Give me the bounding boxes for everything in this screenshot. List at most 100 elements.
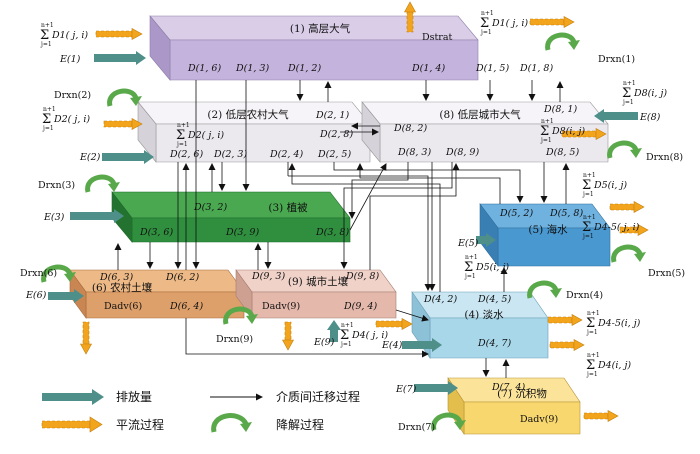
label-d14: D(1, 4) — [411, 63, 445, 74]
box1-front — [169, 39, 479, 81]
sum-d8-inner: n+1Σj=1D8(i, j) — [540, 118, 585, 144]
sum-d8-lower: j=1 — [622, 99, 634, 106]
reaction-labels: Drxn(1) Drxn(2) Drxn(3) Drxn(6) Drxn(9) … — [20, 54, 685, 433]
advection-dadv9b — [583, 409, 619, 423]
advection-in-2 — [103, 117, 143, 131]
degradation-arrows — [41, 32, 646, 431]
arrow-2-4-path — [288, 175, 432, 291]
label-e7: E(7) — [395, 384, 417, 395]
sum-d1-right-sigma: Σ — [480, 16, 489, 31]
sum-d4b-term: D4(i, j) — [597, 360, 631, 371]
advection-out-4b — [549, 338, 585, 352]
sum-d1-right: n+1Σj=1D1( j, i) — [480, 10, 528, 36]
arrow-4-2-path — [288, 163, 441, 292]
degradation-r7 — [431, 412, 466, 431]
label-r3: Drxn(3) — [38, 180, 75, 191]
transfer-labels: Dstrat D(1, 6) D(1, 3) D(1, 2) D(1, 4) D… — [99, 32, 583, 425]
sum-d8-inner-upper: n+1 — [541, 118, 554, 125]
label-e6: E(6) — [25, 290, 47, 301]
box-vegetation: (3) 植被 — [111, 191, 351, 243]
sum-d5-inner-lower: j=1 — [464, 273, 476, 280]
sum-d8-inner-term: D8(i, j) — [551, 126, 585, 137]
label-d85: D(8, 5) — [545, 147, 579, 158]
sum-d2-lower: j=1 — [42, 125, 54, 132]
legend-emission: 排放量 — [42, 389, 152, 405]
sum-d2-inner-sigma: Σ — [176, 128, 185, 143]
sum-d4-inner: n+1Σj=1D4( j, i) — [340, 322, 388, 348]
advection-arrows — [79, 1, 649, 423]
sum-d8-inner-sigma: Σ — [540, 124, 549, 139]
label-r1: Drxn(1) — [598, 54, 635, 65]
sum-d4-inner-upper: n+1 — [341, 322, 354, 329]
box6-title: (6) 农村土壤 — [92, 281, 153, 294]
box2-title: (2) 低层农村大气 — [207, 108, 289, 121]
label-d24: D(2, 4) — [269, 149, 303, 160]
sum-d2: n+1Σj=1D2( j, i) — [42, 106, 90, 132]
emission-e9 — [327, 320, 341, 342]
label-d83: D(8, 3) — [397, 147, 431, 158]
emission-e3 — [70, 209, 124, 223]
emission-e4 — [402, 338, 442, 352]
degradation-r9 — [223, 306, 258, 325]
box8-title: (8) 低层城市大气 — [439, 108, 521, 121]
label-e5: E(5) — [457, 238, 479, 249]
advection-out-5b — [619, 223, 649, 237]
sum-d5-inner-term: D5(i, j) — [475, 262, 509, 273]
sum-d45b-upper: n+1 — [587, 310, 600, 317]
sum-d1-left-upper: n+1 — [41, 22, 54, 29]
label-d93: D(9, 3) — [251, 271, 285, 282]
degradation-r1 — [545, 32, 580, 51]
label-e1: E(1) — [59, 54, 81, 65]
label-r4: Drxn(4) — [566, 290, 603, 301]
sum-d5-term: D5(i, j) — [593, 180, 627, 191]
label-d98: D(9, 8) — [345, 271, 379, 282]
sum-d2-sigma: Σ — [42, 112, 51, 127]
sum-d4b-upper: n+1 — [587, 352, 600, 359]
sum-d4b-sigma: Σ — [586, 358, 595, 373]
legend-transfer-label: 介质间迁移过程 — [276, 389, 360, 404]
label-e8: E(8) — [639, 112, 661, 123]
label-e2: E(2) — [79, 152, 101, 163]
box3-top — [111, 191, 351, 219]
box3-title: (3) 植被 — [268, 201, 308, 214]
sum-d45-sigma: Σ — [582, 220, 591, 235]
sum-d5-inner: n+1Σj=1D5(i, j) — [464, 254, 509, 280]
sum-d4-inner-lower: j=1 — [340, 341, 352, 348]
legend-degradation: 降解过程 — [211, 413, 324, 433]
label-d39: D(3, 9) — [225, 227, 259, 238]
label-e4: E(4) — [381, 340, 403, 351]
box5-title: (5) 海水 — [528, 223, 568, 236]
sum-d2-inner-upper: n+1 — [177, 122, 190, 129]
label-d81: D(8, 1) — [543, 104, 577, 115]
label-d64: D(6, 4) — [169, 301, 203, 312]
box-urban-lower-atmosphere: (8) 低层城市大气 — [361, 101, 609, 163]
label-r5: Drxn(5) — [648, 268, 685, 279]
sum-d5-inner-sigma: Σ — [464, 260, 473, 275]
sum-d4-inner-term: D4( j, i) — [351, 330, 388, 341]
arrow-3-8 — [349, 163, 387, 231]
label-d47: D(4, 7) — [477, 338, 511, 349]
sum-d5-inner-upper: n+1 — [465, 254, 478, 261]
legend-degradation-label: 降解过程 — [276, 417, 324, 432]
emission-labels: E(1) E(2) E(3) E(6) E(9) E(4) E(5) E(7) … — [25, 54, 661, 395]
sum-d1-left: n+1Σj=1D1( j, i) — [40, 22, 88, 48]
emission-e7 — [414, 381, 458, 395]
label-d32: D(3, 2) — [193, 202, 227, 213]
box1-side — [149, 15, 171, 81]
label-r6: Drxn(6) — [20, 268, 57, 279]
advection-dstrat — [403, 1, 417, 33]
sum-d5-sigma: Σ — [582, 178, 591, 193]
advection-dadv6 — [79, 321, 93, 355]
emission-e8 — [594, 109, 638, 123]
sum-d1-right-lower: j=1 — [480, 29, 492, 36]
sum-d8: n+1Σj=1D8(i, j) — [622, 80, 667, 106]
box4-title: (4) 淡水 — [464, 309, 504, 321]
label-d25: D(2, 5) — [317, 149, 351, 160]
emission-e2 — [102, 150, 154, 164]
advection-in-1 — [95, 27, 143, 41]
legend-emission-arrow — [42, 389, 104, 405]
label-d42: D(4, 2) — [423, 294, 457, 305]
arrow-9-8-path — [369, 163, 460, 270]
box9-title: (9) 城市土壤 — [288, 275, 349, 288]
